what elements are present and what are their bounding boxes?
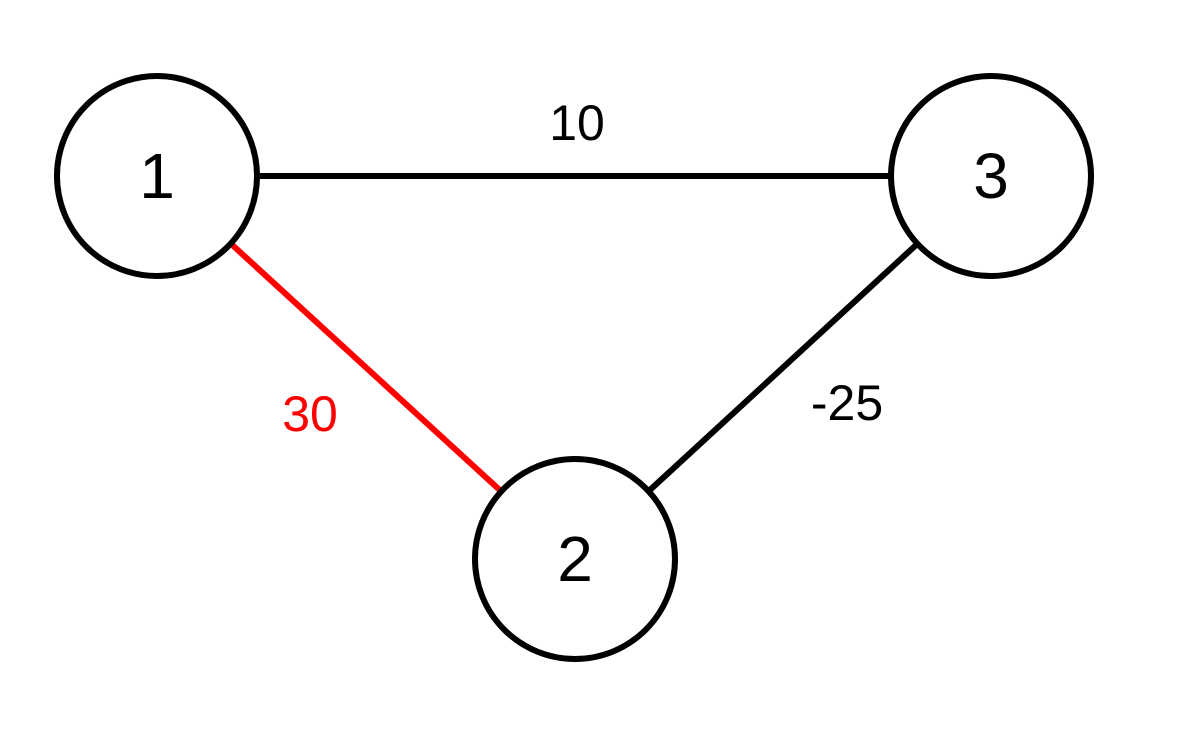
node-circle-2 <box>472 456 678 662</box>
edge-2-3 <box>646 241 920 494</box>
edge-weight-1-3: 10 <box>549 95 605 151</box>
edge-weight-2-3: -25 <box>811 375 883 431</box>
edge-1-2 <box>228 241 504 494</box>
node-3: 3 <box>888 73 1094 279</box>
node-1: 1 <box>54 73 260 279</box>
node-2: 2 <box>472 456 678 662</box>
node-circle-1 <box>54 73 260 279</box>
edge-weight-1-2: 30 <box>282 386 338 442</box>
node-label-2: 2 <box>557 523 593 595</box>
node-label-1: 1 <box>139 140 175 212</box>
node-label-3: 3 <box>973 140 1009 212</box>
node-circle-3 <box>888 73 1094 279</box>
